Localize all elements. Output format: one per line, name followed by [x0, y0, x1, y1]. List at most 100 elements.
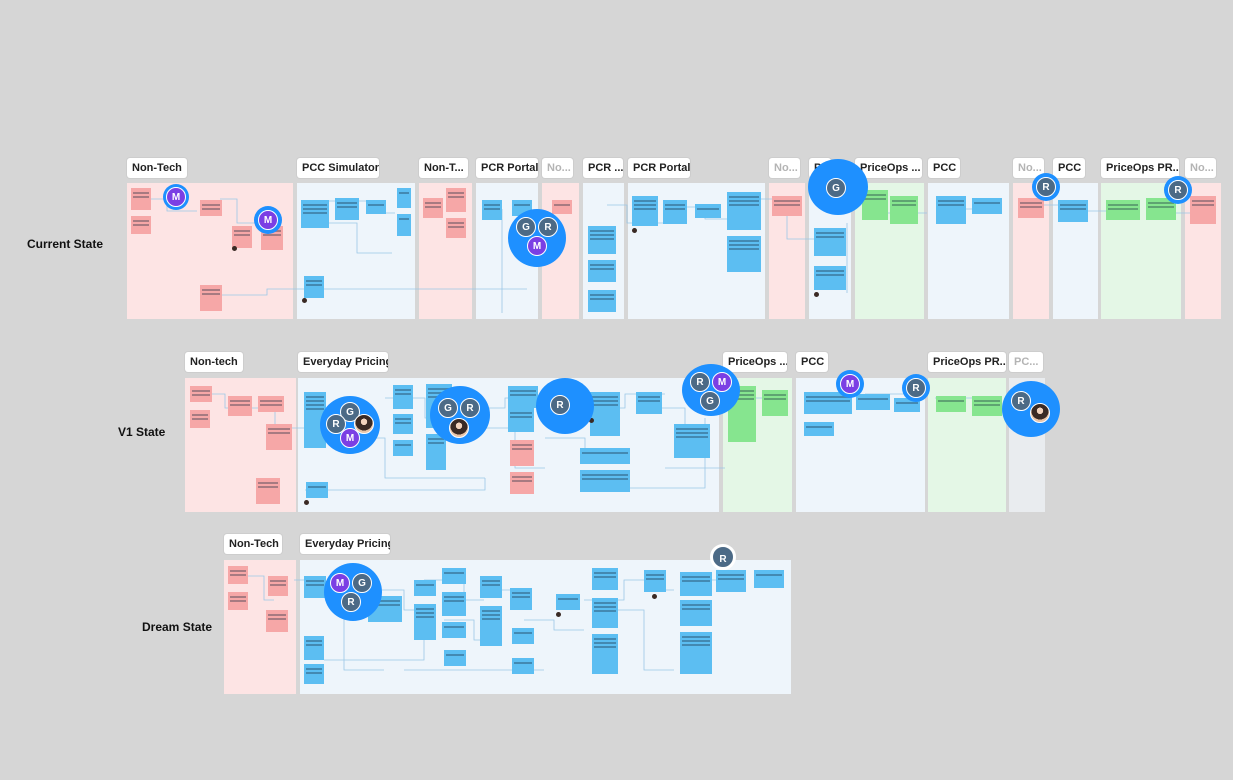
sticky-note[interactable] — [592, 598, 618, 628]
sticky-note[interactable] — [397, 188, 411, 208]
sticky-note[interactable] — [335, 198, 359, 220]
sticky-note[interactable] — [636, 392, 662, 414]
tag-priceops[interactable]: PriceOps ... — [723, 352, 787, 372]
tag-non-tech[interactable]: Non-Tech — [224, 534, 282, 554]
sticky-note[interactable] — [552, 200, 572, 214]
sticky-note[interactable] — [442, 622, 466, 638]
sticky-note[interactable] — [304, 664, 324, 684]
sticky-note[interactable] — [1190, 196, 1216, 224]
sticky-note[interactable] — [972, 396, 1002, 416]
sticky-note[interactable] — [814, 266, 846, 290]
sticky-note[interactable] — [266, 424, 292, 450]
sticky-note[interactable] — [304, 636, 324, 660]
sticky-note[interactable] — [482, 200, 502, 220]
tag-priceops-pr[interactable]: PriceOps PR... — [928, 352, 1006, 372]
sticky-note[interactable] — [306, 482, 328, 498]
sticky-note[interactable] — [131, 216, 151, 234]
sticky-note[interactable] — [200, 285, 222, 311]
tag-non-tech-2[interactable]: Non-T... — [419, 158, 468, 178]
sticky-note[interactable] — [728, 386, 756, 442]
sticky-note[interactable] — [442, 568, 466, 584]
tag-pcr[interactable]: PCR ... — [583, 158, 623, 178]
sticky-note[interactable] — [480, 576, 502, 598]
sticky-note[interactable] — [727, 236, 761, 272]
sticky-note[interactable] — [446, 218, 466, 238]
sticky-note[interactable] — [772, 196, 802, 216]
sticky-note[interactable] — [508, 408, 534, 432]
sticky-note[interactable] — [268, 576, 288, 596]
sticky-note[interactable] — [936, 396, 966, 412]
sticky-note[interactable] — [632, 196, 658, 226]
sticky-note[interactable] — [393, 440, 413, 456]
sticky-note[interactable] — [590, 392, 620, 436]
tag-everyday-pricing[interactable]: Everyday Pricing — [300, 534, 390, 554]
sticky-note[interactable] — [1018, 198, 1044, 218]
tag-non-tech[interactable]: Non-tech — [185, 352, 243, 372]
sticky-note[interactable] — [972, 198, 1002, 214]
sticky-note[interactable] — [716, 570, 746, 592]
tag-pcc[interactable]: PCC — [928, 158, 960, 178]
tag-priceops[interactable]: PriceOps ... — [855, 158, 922, 178]
sticky-note[interactable] — [131, 188, 151, 210]
sticky-note[interactable] — [228, 396, 252, 416]
sticky-note[interactable] — [393, 385, 413, 409]
sticky-note[interactable] — [1106, 200, 1140, 220]
tag-non-tech-6[interactable]: No... — [1185, 158, 1216, 178]
sticky-note[interactable] — [266, 610, 288, 632]
sticky-note[interactable] — [814, 228, 846, 256]
sticky-note[interactable] — [414, 604, 436, 640]
sticky-note[interactable] — [804, 422, 834, 436]
sticky-note[interactable] — [190, 386, 212, 402]
sticky-note[interactable] — [663, 200, 687, 224]
sticky-note[interactable] — [512, 628, 534, 644]
sticky-note[interactable] — [444, 650, 466, 666]
sticky-note[interactable] — [228, 566, 248, 584]
tag-non-tech-5[interactable]: No... — [1013, 158, 1044, 178]
sticky-note[interactable] — [762, 390, 788, 416]
sticky-note[interactable] — [301, 200, 329, 228]
sticky-note[interactable] — [190, 410, 210, 428]
sticky-note[interactable] — [228, 592, 248, 610]
sticky-note[interactable] — [414, 580, 436, 596]
tag-pcr-portal[interactable]: PCR Portal — [476, 158, 538, 178]
tag-non-tech-4[interactable]: No... — [769, 158, 800, 178]
sticky-note[interactable] — [890, 196, 918, 224]
sticky-note[interactable] — [1146, 198, 1176, 220]
sticky-note[interactable] — [446, 188, 466, 212]
sticky-note[interactable] — [480, 606, 502, 646]
sticky-note[interactable] — [754, 570, 784, 588]
sticky-note[interactable] — [856, 394, 890, 410]
sticky-note[interactable] — [1058, 200, 1088, 222]
sticky-note[interactable] — [256, 478, 280, 504]
sticky-note[interactable] — [680, 632, 712, 674]
sticky-note[interactable] — [580, 448, 630, 464]
sticky-note[interactable] — [588, 290, 616, 312]
tag-pcc-2[interactable]: PCC — [1053, 158, 1085, 178]
sticky-note[interactable] — [258, 396, 284, 412]
sticky-note[interactable] — [644, 570, 666, 592]
sticky-note[interactable] — [397, 214, 411, 236]
sticky-note[interactable] — [393, 414, 413, 434]
sticky-note[interactable] — [556, 594, 580, 610]
tag-pc[interactable]: PC... — [1009, 352, 1043, 372]
sticky-note[interactable] — [304, 576, 326, 598]
sticky-note[interactable] — [588, 226, 616, 254]
sticky-note[interactable] — [423, 198, 443, 218]
sticky-note[interactable] — [426, 434, 446, 470]
tag-pcc[interactable]: PCC — [796, 352, 828, 372]
sticky-note[interactable] — [680, 572, 712, 596]
sticky-note[interactable] — [592, 568, 618, 590]
tag-pcr-portal-2[interactable]: PCR Portal — [628, 158, 690, 178]
tag-non-tech[interactable]: Non-Tech — [127, 158, 187, 178]
sticky-note[interactable] — [366, 200, 386, 214]
sticky-note[interactable] — [510, 472, 534, 494]
sticky-note[interactable] — [508, 386, 538, 408]
sticky-note[interactable] — [804, 392, 852, 414]
sticky-note[interactable] — [200, 200, 222, 216]
sticky-note[interactable] — [727, 192, 761, 230]
sticky-note[interactable] — [674, 424, 710, 458]
sticky-note[interactable] — [232, 226, 252, 248]
sticky-note[interactable] — [442, 592, 466, 616]
tag-everyday-pricing[interactable]: Everyday Pricing — [298, 352, 388, 372]
sticky-note[interactable] — [510, 440, 534, 466]
